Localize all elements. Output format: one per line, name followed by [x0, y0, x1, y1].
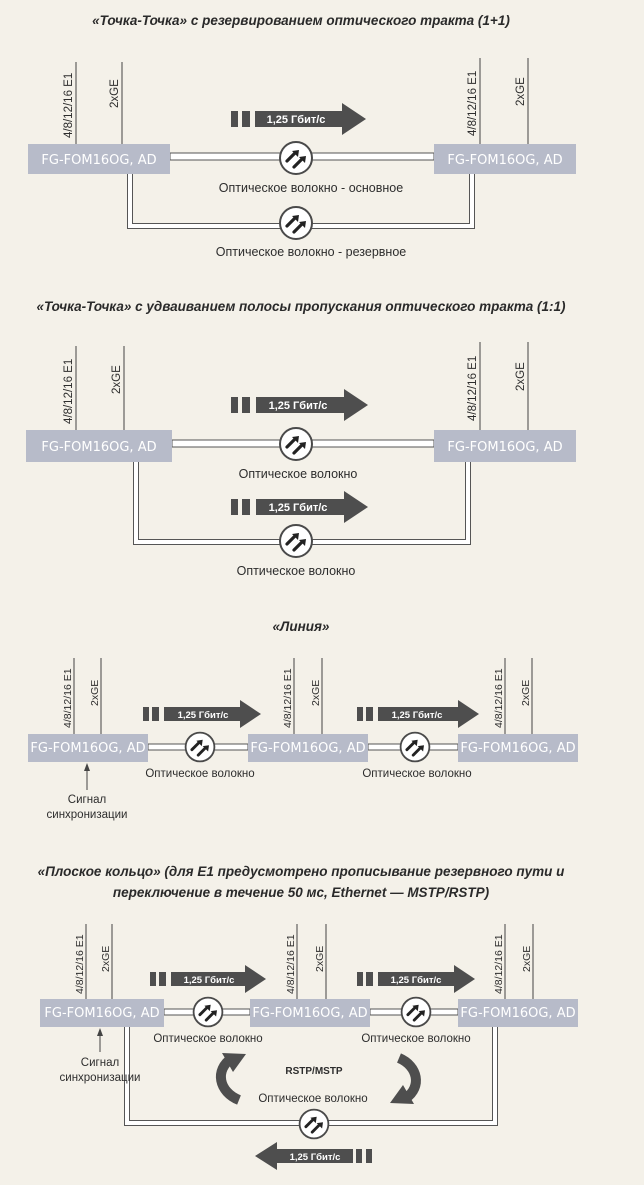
e1-label: 4/8/12/16 E1 — [63, 73, 75, 138]
node-label: FG-FOM16OG, AD — [30, 741, 145, 756]
fiber-connector-icon — [278, 205, 314, 241]
section-1-title: «Точка-Точка» с резервированием оптическ… — [92, 13, 510, 28]
curved-arrow-icon — [215, 1053, 246, 1105]
speed-label: 1,25 Гбит/с — [269, 400, 328, 412]
node-label: FG-FOM16OG, AD — [250, 741, 365, 756]
speed-label: 1,25 Гбит/с — [391, 975, 442, 986]
speed-arrow: 1,25 Гбит/с — [150, 965, 266, 993]
ge-label: 2xGE — [111, 365, 123, 394]
node-label: FG-FOM16OG, AD — [447, 153, 562, 168]
node-label: FG-FOM16OG, AD — [252, 1006, 367, 1021]
speed-arrow: 1,25 Гбит/с — [357, 965, 475, 993]
fiber-connector-icon — [278, 426, 314, 462]
fiber-connector-icon — [400, 996, 432, 1028]
speed-label: 1,25 Гбит/с — [178, 710, 229, 721]
fiber-label: Оптическое волокно — [145, 768, 254, 780]
e1-label: 4/8/12/16 E1 — [282, 668, 294, 728]
node-label: FG-FOM16OG, AD — [41, 440, 156, 455]
fiber-connector-icon — [192, 996, 224, 1028]
fiber-label: Оптическое волокно - основное — [219, 181, 403, 195]
e1-label: 4/8/12/16 E1 — [467, 71, 479, 136]
ring-protocol-label: RSTP/MSTP — [285, 1066, 343, 1077]
e1-label: 4/8/12/16 E1 — [467, 356, 479, 421]
fiber-connector-icon — [298, 1108, 330, 1140]
ge-label: 2xGE — [521, 946, 533, 972]
speed-arrow: 1,25 Гбит/с — [231, 491, 368, 523]
ge-label: 2xGE — [314, 946, 326, 972]
fiber-label: Оптическое волокно — [239, 467, 358, 481]
node-box: FG-FOM16OG, AD — [434, 144, 576, 174]
ge-label: 2xGE — [520, 680, 532, 706]
fiber-label: Оптическое волокно — [153, 1033, 262, 1045]
speed-arrow: 1,25 Гбит/с — [231, 389, 368, 421]
interface-lines — [75, 342, 529, 432]
speed-arrow-reverse: 1,25 Гбит/с — [255, 1142, 372, 1170]
speed-label: 1,25 Гбит/с — [269, 502, 328, 514]
interface-lines — [75, 58, 529, 146]
speed-arrow: 1,25 Гбит/с — [231, 103, 366, 135]
node-label: FG-FOM16OG, AD — [460, 1006, 575, 1021]
section-4-title: переключение в течение 50 мс, Ethernet —… — [113, 885, 490, 900]
node-label: FG-FOM16OG, AD — [447, 440, 562, 455]
node-label: FG-FOM16OG, AD — [460, 741, 575, 756]
sync-label: Сигнал — [68, 794, 106, 806]
sync-arrow — [97, 1028, 103, 1052]
node-box: FG-FOM16OG, AD — [28, 734, 148, 762]
node-box: FG-FOM16OG, AD — [458, 999, 578, 1027]
section-2-title: «Точка-Точка» с удваиванием полосы пропу… — [36, 299, 566, 314]
speed-arrow: 1,25 Гбит/с — [143, 700, 261, 728]
sync-arrow — [84, 763, 90, 790]
fiber-connector-icon — [184, 731, 216, 763]
node-box: FG-FOM16OG, AD — [248, 734, 368, 762]
fiber-label: Оптическое волокно — [237, 564, 356, 578]
fiber-connector-icon — [399, 731, 431, 763]
e1-label: 4/8/12/16 E1 — [493, 668, 505, 728]
speed-label: 1,25 Гбит/с — [392, 710, 443, 721]
e1-label: 4/8/12/16 E1 — [62, 668, 74, 728]
sync-label: синхронизации — [47, 809, 128, 821]
ge-label: 2xGE — [89, 680, 101, 706]
node-box: FG-FOM16OG, AD — [26, 430, 172, 462]
sync-label: Сигнал — [81, 1057, 119, 1069]
node-box: FG-FOM16OG, AD — [434, 430, 576, 462]
interface-lines — [73, 658, 533, 736]
ge-label: 2xGE — [515, 77, 527, 106]
speed-label: 1,25 Гбит/с — [290, 1152, 341, 1163]
fiber-label: Оптическое волокно — [362, 768, 471, 780]
node-box: FG-FOM16OG, AD — [28, 144, 170, 174]
ge-label: 2xGE — [310, 680, 322, 706]
node-label: FG-FOM16OG, AD — [44, 1006, 159, 1021]
node-box: FG-FOM16OG, AD — [40, 999, 164, 1027]
e1-label: 4/8/12/16 E1 — [285, 934, 297, 994]
e1-label: 4/8/12/16 E1 — [63, 359, 75, 424]
fiber-connector-icon — [278, 523, 314, 559]
node-label: FG-FOM16OG, AD — [41, 153, 156, 168]
interface-lines — [85, 924, 534, 1000]
section-4-title: «Плоское кольцо» (для E1 предусмотрено п… — [38, 864, 565, 879]
e1-label: 4/8/12/16 E1 — [74, 934, 86, 994]
ge-label: 2xGE — [109, 79, 121, 108]
ge-label: 2xGE — [515, 362, 527, 391]
fiber-label: Оптическое волокно — [361, 1033, 470, 1045]
node-box: FG-FOM16OG, AD — [250, 999, 370, 1027]
fiber-label: Оптическое волокно - резервное — [216, 245, 407, 259]
speed-arrow: 1,25 Гбит/с — [357, 700, 479, 728]
section-3-title: «Линия» — [273, 619, 330, 634]
fiber-label: Оптическое волокно — [258, 1093, 367, 1105]
fiber-connector-icon — [278, 140, 314, 176]
curved-arrow-icon — [390, 1053, 421, 1104]
e1-label: 4/8/12/16 E1 — [493, 934, 505, 994]
sync-label: синхронизации — [60, 1072, 141, 1084]
speed-label: 1,25 Гбит/с — [267, 114, 326, 126]
ge-label: 2xGE — [100, 946, 112, 972]
node-box: FG-FOM16OG, AD — [458, 734, 578, 762]
speed-label: 1,25 Гбит/с — [184, 975, 235, 986]
